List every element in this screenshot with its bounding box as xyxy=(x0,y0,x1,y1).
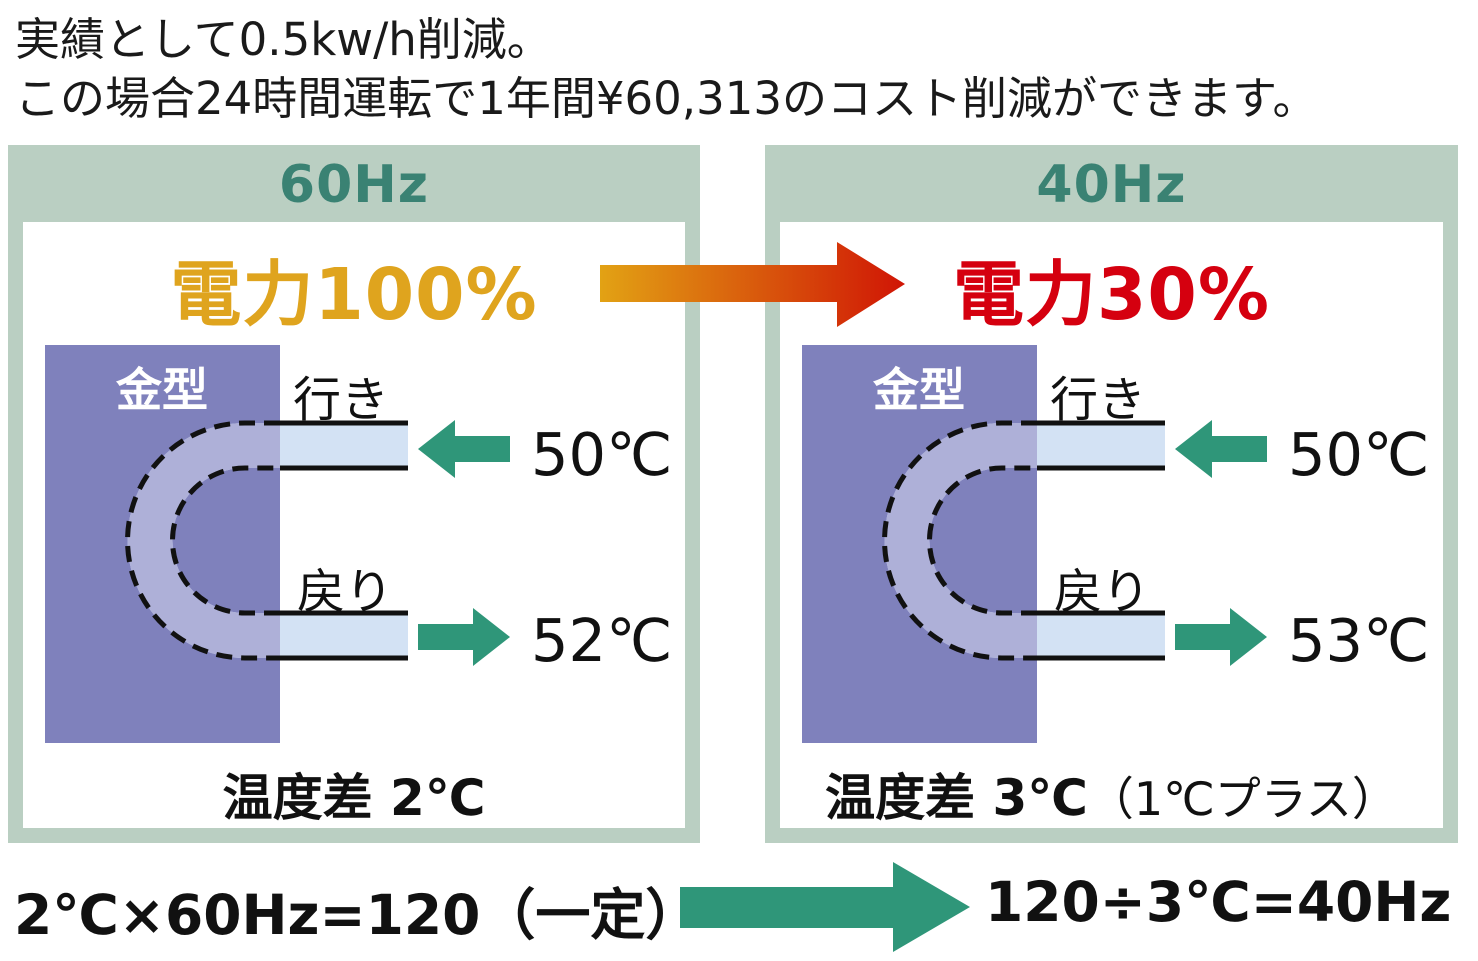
intro-line-1: 実績として0.5kw/h削減。 xyxy=(15,13,552,66)
formula-arrow-icon xyxy=(680,862,970,952)
pipe-solid-edges xyxy=(1037,420,1165,661)
pipe-inside-mold xyxy=(884,423,1037,658)
mold-label: 金型 xyxy=(872,363,965,417)
mold-cooling-diagram-60hz: 金型 xyxy=(45,345,408,743)
pipe-dashed-outer xyxy=(125,420,280,661)
outbound-label: 行き xyxy=(293,372,390,428)
coolant-in-arrow-icon xyxy=(418,420,510,478)
power-label-100: 電力100% xyxy=(170,253,538,336)
panel-60hz: 60Hz 電力100% 金型 行き 50℃ xyxy=(8,145,700,843)
panel-60hz-body: 電力100% 金型 行き 50℃ 戻り xyxy=(23,222,685,828)
return-temperature: 52℃ xyxy=(531,606,673,675)
outbound-label: 行き xyxy=(1050,372,1147,428)
mold-cooling-diagram-40hz: 金型 xyxy=(802,345,1165,743)
pipe-inside-mold xyxy=(127,423,280,658)
temperature-difference: 温度差 3℃（1℃プラス） xyxy=(780,758,1443,830)
panel-40hz: 40Hz 電力30% 金型 行き 50℃ xyxy=(765,145,1458,843)
pipe-dashed-inner xyxy=(170,465,280,616)
temperature-difference-value: 温度差 2℃ xyxy=(222,769,486,827)
power-label-30: 電力30% xyxy=(953,253,1270,336)
formula-right: 120÷3℃=40Hz xyxy=(985,870,1452,934)
formula-left: 2℃×60Hz=120（一定） xyxy=(14,883,701,947)
temperature-difference: 温度差 2℃ xyxy=(23,758,685,830)
temperature-difference-value: 温度差 3℃ xyxy=(825,769,1088,827)
power-reduction-arrow-icon xyxy=(600,242,905,327)
pipe-dashed-outer xyxy=(882,420,1037,661)
panel-40hz-body: 電力30% 金型 行き 50℃ 戻り xyxy=(780,222,1443,828)
return-temperature: 53℃ xyxy=(1288,606,1430,675)
outbound-temperature: 50℃ xyxy=(1288,420,1430,489)
coolant-out-arrow-icon xyxy=(418,608,510,666)
pipe-dashed-inner xyxy=(927,465,1037,616)
mold-label: 金型 xyxy=(115,363,208,417)
panel-60hz-title: 60Hz xyxy=(278,155,430,215)
pipe-solid-edges xyxy=(280,420,408,661)
panel-40hz-title: 40Hz xyxy=(1036,155,1187,215)
temperature-difference-note: （1℃プラス） xyxy=(1087,772,1398,826)
coolant-in-arrow-icon xyxy=(1175,420,1267,478)
intro-text: 実績として0.5kw/h削減。 この場合24時間運転で1年間¥60,313のコス… xyxy=(15,10,1317,128)
coolant-out-arrow-icon xyxy=(1175,608,1267,666)
return-label: 戻り xyxy=(1054,564,1151,620)
return-label: 戻り xyxy=(297,564,394,620)
outbound-temperature: 50℃ xyxy=(531,420,673,489)
intro-line-2: この場合24時間運転で1年間¥60,313のコスト削減ができます。 xyxy=(15,72,1318,125)
